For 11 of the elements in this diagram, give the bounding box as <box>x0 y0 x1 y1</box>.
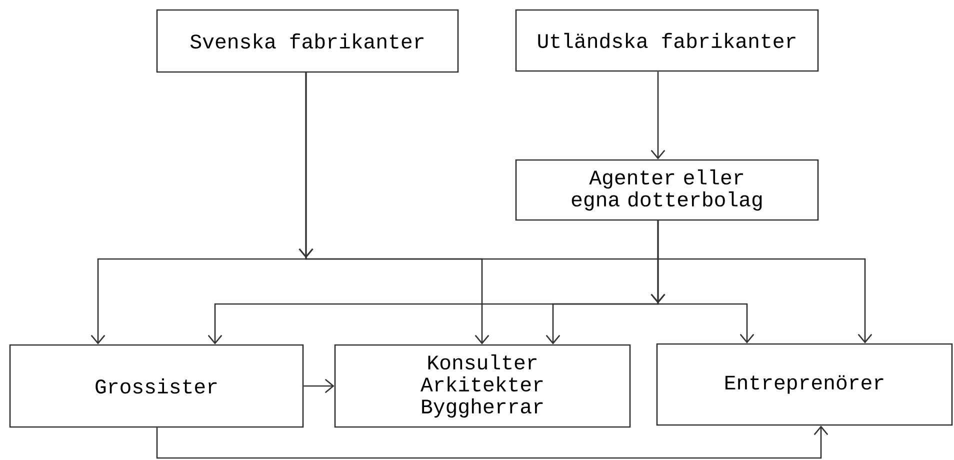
process-box: Konsulter Arkitekter Byggherrar <box>334 344 631 428</box>
arrow <box>304 378 334 394</box>
arrow <box>650 220 754 344</box>
process-box: Svenska fabrikanter <box>156 9 459 73</box>
arrow <box>156 426 828 459</box>
arrow <box>650 72 666 160</box>
process-box: Agenter eller egna dotterbolag <box>515 159 819 221</box>
process-box: Entreprenörer <box>656 343 953 426</box>
process-box: Grossister <box>9 344 304 428</box>
process-box: Utländska fabrikanter <box>515 9 819 72</box>
arrow <box>298 72 872 344</box>
